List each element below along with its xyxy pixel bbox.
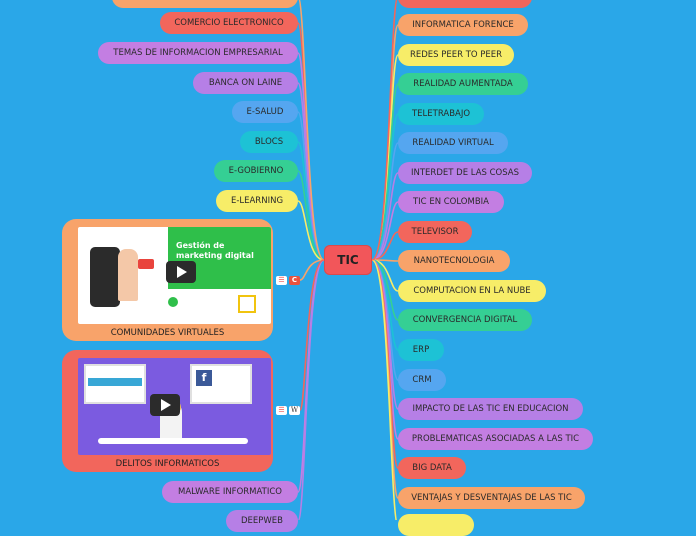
topic-big-data[interactable]: BIG DATA xyxy=(398,457,466,479)
connector-line xyxy=(299,259,325,411)
topic-comercio-electronico[interactable]: COMERCIO ELECTRONICO xyxy=(160,12,298,34)
person-illustration xyxy=(118,249,138,301)
topic-e-learning[interactable]: E-LEARNING xyxy=(216,190,298,212)
topic-redes-peer-to-peer[interactable]: REDES PEER TO PEER xyxy=(398,44,514,66)
topic-crm[interactable]: CRM xyxy=(398,369,446,391)
video-card-delitos-informaticos[interactable]: f DELITOS INFORMATICOS xyxy=(62,350,273,472)
topic-partial-top-right[interactable] xyxy=(398,0,532,8)
connector-line xyxy=(297,170,325,261)
thumbnail-title: Gestión de marketing digital xyxy=(176,241,254,260)
wikipedia-icon[interactable]: W xyxy=(289,406,300,415)
play-button[interactable] xyxy=(166,261,196,283)
mindmap-connectors xyxy=(297,0,399,520)
connector-line xyxy=(371,172,399,261)
connector-line xyxy=(297,141,325,261)
topic-e-salud[interactable]: E-SALUD xyxy=(232,101,298,123)
megaphone-illustration xyxy=(138,259,154,269)
yellow-shape xyxy=(238,295,256,313)
video-caption: COMUNIDADES VIRTUALES xyxy=(110,328,225,338)
connector-line xyxy=(297,200,325,261)
video-card-comunidades-virtuales[interactable]: Gestión de marketing digital COMUNIDADES… xyxy=(62,219,273,341)
topic-realidad-aumentada[interactable]: REALIDAD AUMENTADA xyxy=(398,73,528,95)
video-thumbnail: f xyxy=(78,358,271,455)
topic-convergencia-digital[interactable]: CONVERGENCIA DIGITAL xyxy=(398,309,532,331)
screen-left-band xyxy=(88,378,142,386)
video-thumbnail: Gestión de marketing digital xyxy=(78,227,271,324)
topic-interdet-de-las-cosas[interactable]: INTERDET DE LAS COSAS xyxy=(398,162,532,184)
topic-realidad-virtual[interactable]: REALIDAD VIRTUAL xyxy=(398,132,508,154)
topic-nanotecnologia[interactable]: NANOTECNOLOGIA xyxy=(398,250,510,272)
topic-partial-bottom[interactable] xyxy=(398,514,474,536)
topic-e-gobierno[interactable]: E-GOBIERNO xyxy=(214,160,298,182)
sena-logo xyxy=(168,297,178,307)
video-caption: DELITOS INFORMATICOS xyxy=(115,459,220,469)
topic-televisor[interactable]: TELEVISOR xyxy=(398,221,472,243)
topic-deepweb[interactable]: DEEPWEB xyxy=(226,510,298,532)
topic-erp[interactable]: ERP xyxy=(398,339,444,361)
topic-teletrabajo[interactable]: TELETRABAJO xyxy=(398,103,484,125)
connector-line xyxy=(299,259,325,281)
connector-line xyxy=(298,0,325,261)
connector-line xyxy=(297,111,325,261)
connector-line xyxy=(371,231,399,261)
topic-temas-informacion-empresarial[interactable]: TEMAS DE INFORMACION EMPRESARIAL xyxy=(98,42,298,64)
topic-problematicas-asociadas[interactable]: PROBLEMATICAS ASOCIADAS A LAS TIC xyxy=(398,428,593,450)
notes-icon[interactable]: ☰ xyxy=(276,276,287,285)
facebook-icon: f xyxy=(196,370,212,386)
desk xyxy=(98,438,248,444)
topic-informatica-forence[interactable]: INFORMATICA FORENCE xyxy=(398,14,528,36)
connector-line xyxy=(371,0,398,261)
central-topic-tic[interactable]: TIC xyxy=(324,245,372,275)
topic-tic-en-colombia[interactable]: TIC EN COLOMBIA xyxy=(398,191,504,213)
topic-ventajas-desventajas[interactable]: VENTAJAS Y DESVENTAJAS DE LAS TIC xyxy=(398,487,585,509)
topic-computacion-en-la-nube[interactable]: COMPUTACION EN LA NUBE xyxy=(398,280,546,302)
connector-line xyxy=(297,259,325,520)
topic-banca-on-laine[interactable]: BANCA ON LAINE xyxy=(193,72,298,94)
topic-blocs[interactable]: BLOCS xyxy=(240,131,298,153)
topic-partial-top[interactable] xyxy=(112,0,298,8)
connector-line xyxy=(371,142,399,261)
play-button[interactable] xyxy=(150,394,180,416)
notes-icon[interactable]: ☰ xyxy=(276,406,287,415)
phone-illustration xyxy=(90,247,120,307)
link-badge-icon[interactable]: C xyxy=(289,276,300,285)
connector-line xyxy=(371,259,398,520)
topic-malware-informatico[interactable]: MALWARE INFORMATICO xyxy=(162,481,298,503)
topic-impacto-tic-educacion[interactable]: IMPACTO DE LAS TIC EN EDUCACION xyxy=(398,398,583,420)
